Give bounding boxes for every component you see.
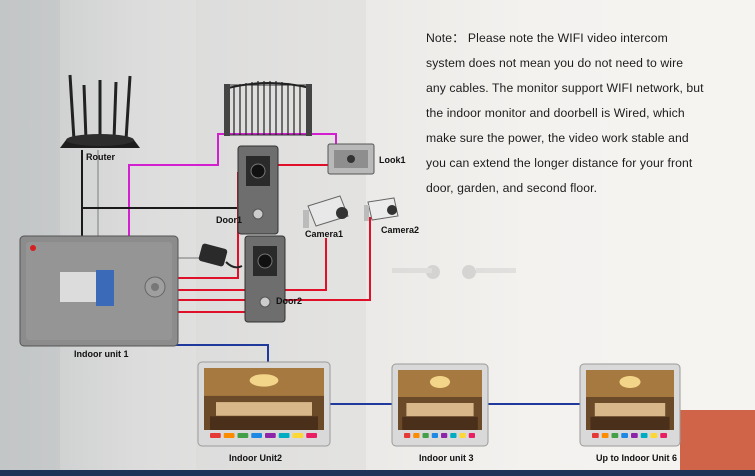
power-adapter-icon xyxy=(198,243,243,269)
wall-hook-icon xyxy=(392,265,516,279)
camera-2-icon xyxy=(364,197,399,221)
router-label: Router xyxy=(86,152,115,162)
indoor6-label: Up to Indoor Unit 6 xyxy=(596,453,677,463)
door-station-2 xyxy=(244,235,286,323)
door1-label: Door1 xyxy=(216,215,243,225)
router-icon xyxy=(60,74,140,148)
camera2-label: Camera2 xyxy=(381,225,420,235)
note-line: make sure the power, the video work stab… xyxy=(426,131,689,145)
door2-label: Door2 xyxy=(276,296,303,306)
note-line: system does not mean you do not need to … xyxy=(426,56,684,70)
indoor-unit-6 xyxy=(579,363,681,447)
gate-icon xyxy=(224,81,312,136)
indoor-unit-2 xyxy=(197,361,331,447)
camera-1-icon xyxy=(303,195,349,228)
lock-icon xyxy=(327,143,375,175)
lock-label: Look1 xyxy=(379,155,406,165)
note-line: you can extend the longer distance for y… xyxy=(426,156,693,170)
note-line: any cables. The monitor support WIFI net… xyxy=(426,81,704,95)
camera1-label: Camera1 xyxy=(305,229,344,239)
door-station-1 xyxy=(237,145,279,235)
indoor-unit-1 xyxy=(19,235,179,347)
indoor2-label: Indoor Unit2 xyxy=(229,453,282,463)
note-text: Note： Please note the WIFI video interco… xyxy=(426,26,751,201)
indoor-unit-3 xyxy=(391,363,489,447)
note-line: the indoor monitor and doorbell is Wired… xyxy=(426,106,685,120)
indoor1-label: Indoor unit 1 xyxy=(74,349,129,359)
note-line: Note： Please note the WIFI video interco… xyxy=(426,31,668,45)
indoor3-label: Indoor unit 3 xyxy=(419,453,474,463)
note-line: door, garden, and second floor. xyxy=(426,181,598,195)
